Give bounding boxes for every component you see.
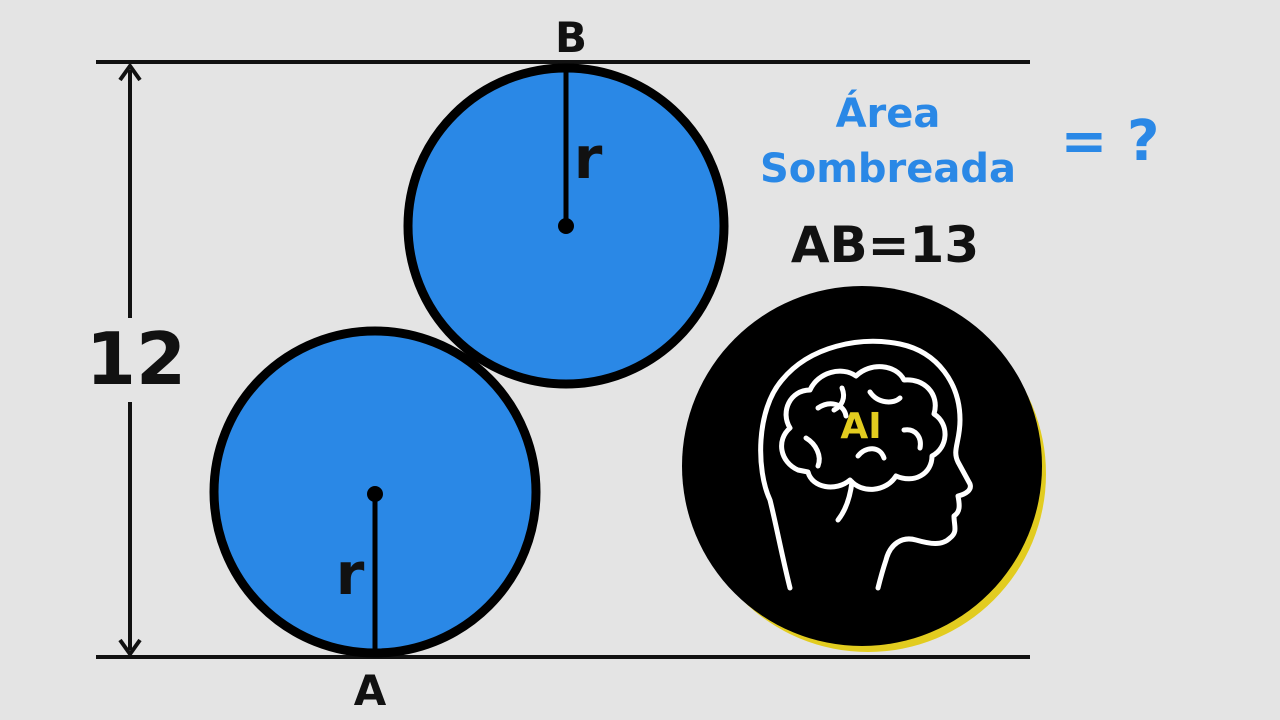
title-line1: Área (836, 89, 941, 137)
point-b-label: B (555, 13, 587, 62)
title-line2: Sombreada (760, 146, 1016, 192)
upper-radius-label: r (574, 124, 603, 192)
logo-black-disc (682, 286, 1042, 646)
upper-center-point (558, 218, 574, 234)
lower-center-point (367, 486, 383, 502)
ab-value-label: AB=13 (791, 216, 979, 274)
lower-radius-label: r (336, 540, 365, 608)
height-dimension (118, 62, 142, 658)
ai-logo-text: AI (840, 406, 881, 447)
ai-brain-head-icon (758, 338, 973, 591)
ai-logo-badge: AI (682, 286, 1046, 652)
equals-question: = ? (1061, 109, 1160, 174)
point-a-label: A (354, 666, 387, 715)
height-label: 12 (86, 317, 186, 401)
